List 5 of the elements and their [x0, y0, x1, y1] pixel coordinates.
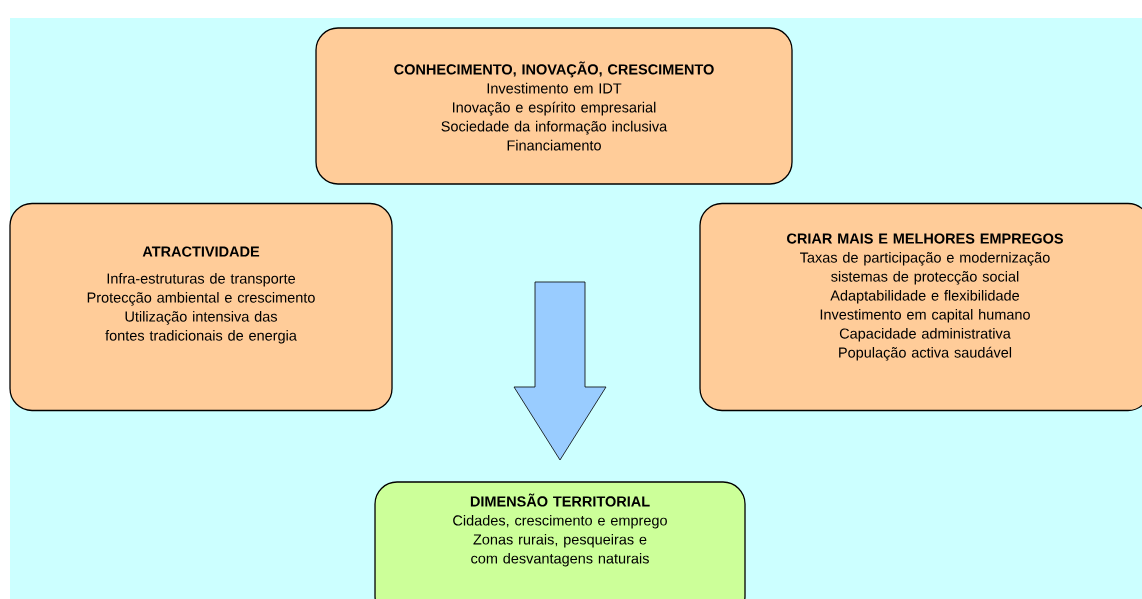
- rounded-box: CONHECIMENTO, INOVAÇÃO, CRESCIMENTO Investimento em IDT Inovação e espírito empresarial Sociedade da informação inclusiva Financiamento: [315, 27, 793, 185]
- rounded-box: DIMENSÃO TERRITORIAL Cidades, crescimento e emprego Zonas rurais, pesqueiras e com desvantagens naturais: [374, 481, 746, 599]
- block-arrow: [513, 281, 607, 461]
- rounded-box: ATRACTIVIDADE Infra-estruturas de transporte Protecção ambiental e crescimento Utilização intensiva das fontes tradicionais de energia: [9, 202, 393, 412]
- rounded-box: CRIAR MAIS E MELHORES EMPREGOS Taxas de participação e modernização sistemas de protecção social Adaptabilidade e flexibilidade Investimento em capital humano Capacidade administrativa População activa saudável: [699, 202, 1142, 412]
